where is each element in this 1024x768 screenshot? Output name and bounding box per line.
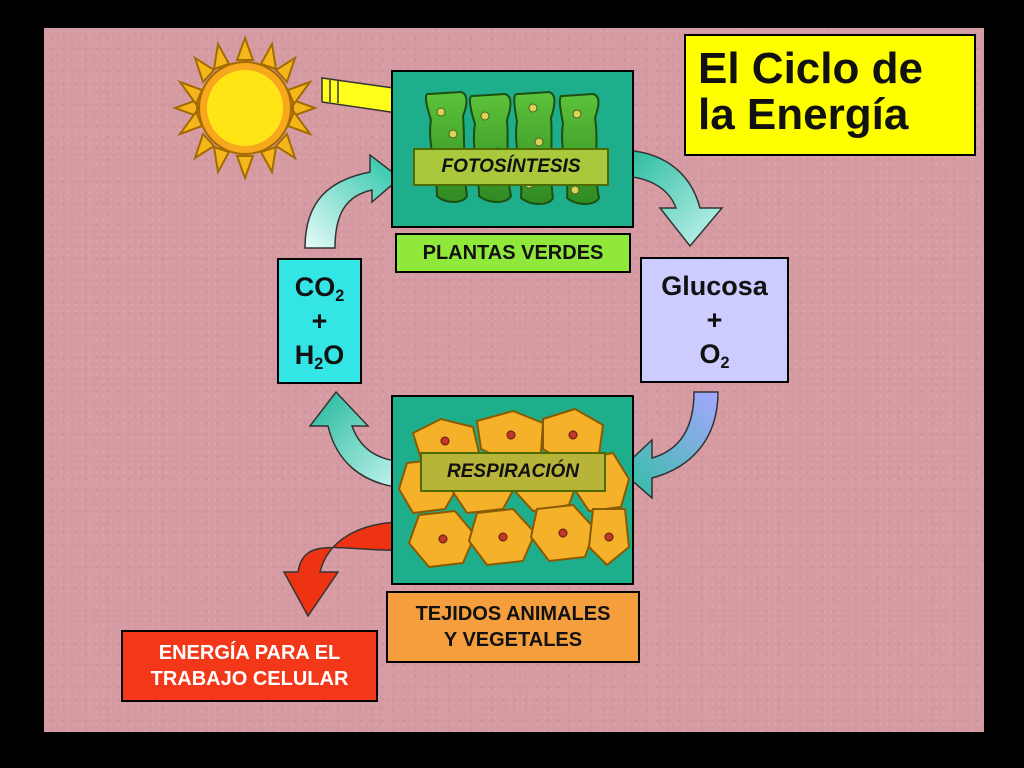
h2o-formula: H2O [294, 340, 345, 373]
tissues-line-2: Y VEGETALES [443, 629, 583, 651]
energy-line-1: ENERGÍA PARA EL [158, 642, 341, 664]
products-box: Glucosa + O2 [640, 257, 789, 383]
plus-sign: + [706, 305, 723, 335]
sun-icon [172, 35, 318, 181]
o2-formula: O2 [699, 339, 730, 372]
respiration-label: RESPIRACIÓN [420, 452, 606, 492]
co2-formula: CO2 [294, 272, 345, 305]
animal-plant-tissues-label: TEJIDOS ANIMALES Y VEGETALES [386, 591, 640, 663]
glucose-label: Glucosa [661, 271, 768, 301]
cellular-energy-box: ENERGÍA PARA EL TRABAJO CELULAR [121, 630, 378, 702]
energy-line-2: TRABAJO CELULAR [150, 668, 349, 690]
green-plants-label: PLANTAS VERDES [395, 233, 631, 273]
title-line-1: El Ciclo de [698, 44, 923, 93]
photosynthesis-label: FOTOSÍNTESIS [413, 148, 609, 186]
tissues-line-1: TEJIDOS ANIMALES [415, 603, 611, 625]
slide-title: El Ciclo de la Energía [684, 34, 976, 156]
plus-sign: + [311, 306, 328, 336]
reactants-box: CO2 + H2O [277, 258, 362, 384]
title-line-2: la Energía [698, 90, 909, 139]
cycle-arrow-icon [282, 149, 724, 618]
